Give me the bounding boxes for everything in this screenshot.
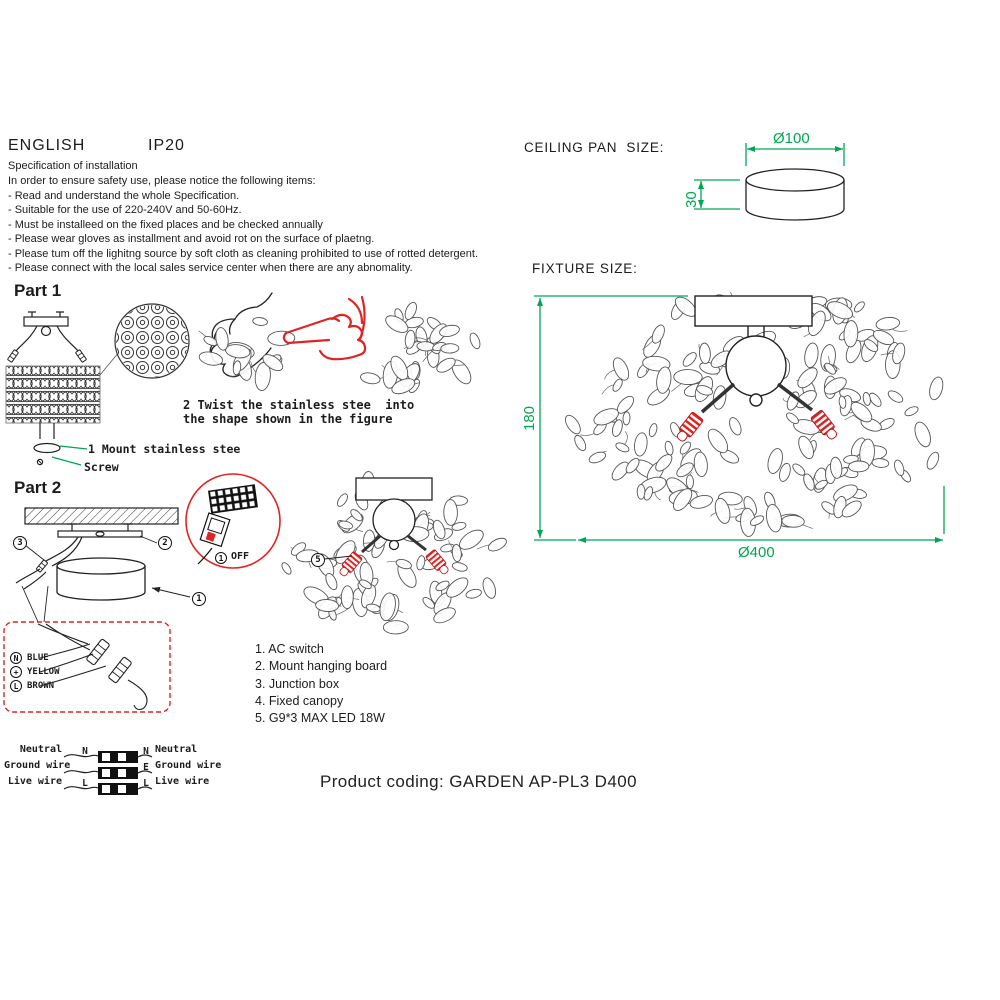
ceiling-hatch xyxy=(24,507,179,525)
marker-hanging-board: 2 xyxy=(158,536,172,550)
wiring-diagram-drawing xyxy=(63,751,153,795)
wiring-right-terminal: N xyxy=(143,746,149,757)
wiring-row-art xyxy=(63,767,153,779)
terminal-label-brown: BROWN xyxy=(27,681,55,691)
wire-connector-icon xyxy=(74,348,88,364)
spec-item: - Please tum off the lighitng source by … xyxy=(8,248,479,260)
wiring-right-label: Neutral xyxy=(155,744,198,755)
steel-coil-mesh xyxy=(5,365,101,424)
part1-shaped-garland xyxy=(360,301,481,395)
part1-mount-note: 1 Mount stainless stee xyxy=(88,442,241,456)
part2-title: Part 2 xyxy=(14,478,62,497)
wiring-row-art xyxy=(63,783,153,795)
wire-connector-icon xyxy=(6,348,20,364)
wiring-right-label: Live wire xyxy=(155,776,210,787)
legend-item: 5. G9*3 MAX LED 18W xyxy=(255,711,385,725)
product-coding: Product coding: GARDEN AP-PL3 D400 xyxy=(320,772,637,791)
junction-box-drawing xyxy=(3,621,171,713)
legend-item: 4. Fixed canopy xyxy=(255,694,344,708)
ceiling-pan-height-label: 30 xyxy=(683,191,700,208)
ceiling-pan-drawing xyxy=(694,143,845,221)
terminal-label-blue: BLUE xyxy=(27,653,49,663)
spec-item: - Suitable for the use of 220-240V and 5… xyxy=(8,204,242,216)
fixture-diameter-label: Ø400 xyxy=(738,544,775,561)
fixture-garland xyxy=(643,428,870,537)
terminal-connector-icon xyxy=(85,638,111,666)
ac-switch-icon xyxy=(199,512,231,548)
marker-junction-box: 3 xyxy=(13,536,27,550)
language-label: ENGLISH xyxy=(8,137,86,154)
part1-screw-note: Screw xyxy=(84,460,119,474)
terminal-symbol-l: L xyxy=(10,680,22,692)
terminal-symbol-earth: + xyxy=(10,666,22,678)
part1-title: Part 1 xyxy=(14,281,62,300)
marker-canopy: 1 xyxy=(192,592,206,606)
ceiling-pan-size-title: CEILING PAN SIZE: xyxy=(524,140,665,155)
legend-item: 1. AC switch xyxy=(255,642,324,656)
wiring-left-label: Live wire xyxy=(7,776,62,787)
wiring-left-terminal: L xyxy=(82,778,88,789)
fixture-size-title: FIXTURE SIZE: xyxy=(532,261,638,276)
terminal-label-yellow: YELLOW xyxy=(27,667,60,677)
fixed-canopy xyxy=(56,557,146,601)
wiring-left-label: Neutral xyxy=(19,744,62,755)
marker-ac-switch: 1 xyxy=(215,552,227,564)
fixture-height-label: 180 xyxy=(521,405,538,431)
spec-item: - Read and understand the whole Specific… xyxy=(8,190,240,202)
fixture-drawing xyxy=(534,291,945,543)
part1-step2-note: 2 Twist the stainless stee into the shap… xyxy=(183,398,415,426)
terminal-symbol-n: N xyxy=(10,652,22,664)
part1-hand-garland xyxy=(198,317,296,391)
spec-item: - Please wear gloves as installment and … xyxy=(8,233,375,245)
spec-item: - Must be installeed on the fixed places… xyxy=(8,219,323,231)
terminal-connector-icon xyxy=(107,656,133,684)
legend-item: 3. Junction box xyxy=(255,677,340,691)
legend-item: 2. Mount hanging board xyxy=(255,659,388,673)
terminal-strip xyxy=(208,484,258,514)
ip-rating-label: IP20 xyxy=(148,137,185,154)
marker-lamp: 5 xyxy=(311,553,325,567)
spec-title: Specification of installation xyxy=(8,160,138,172)
ceiling-pan-dimensions xyxy=(694,143,845,210)
switch-off-label: OFF xyxy=(231,551,250,562)
pointing-hand-icon xyxy=(282,295,367,361)
wiring-left-label: Ground wire xyxy=(4,760,71,771)
part1-drawing xyxy=(5,292,481,466)
wiring-right-label: Ground wire xyxy=(155,760,222,771)
spec-item: - Please connect with the local sales se… xyxy=(8,262,413,274)
part2-garland xyxy=(315,561,469,635)
fixture-garland xyxy=(565,334,742,501)
wiring-row-art xyxy=(63,751,153,763)
part1-leader-lines xyxy=(51,445,88,466)
wiring-right-terminal: L xyxy=(143,778,149,789)
fixture-dimensions xyxy=(534,295,945,543)
ceiling-pan-diameter-label: Ø100 xyxy=(773,130,810,147)
junction-box-outline xyxy=(3,621,171,713)
part2-drawing xyxy=(15,471,507,635)
wiring-right-terminal: E xyxy=(143,762,149,773)
wiring-left-terminal: N xyxy=(82,746,88,757)
spec-intro: In order to ensure safety use, please no… xyxy=(8,175,316,187)
